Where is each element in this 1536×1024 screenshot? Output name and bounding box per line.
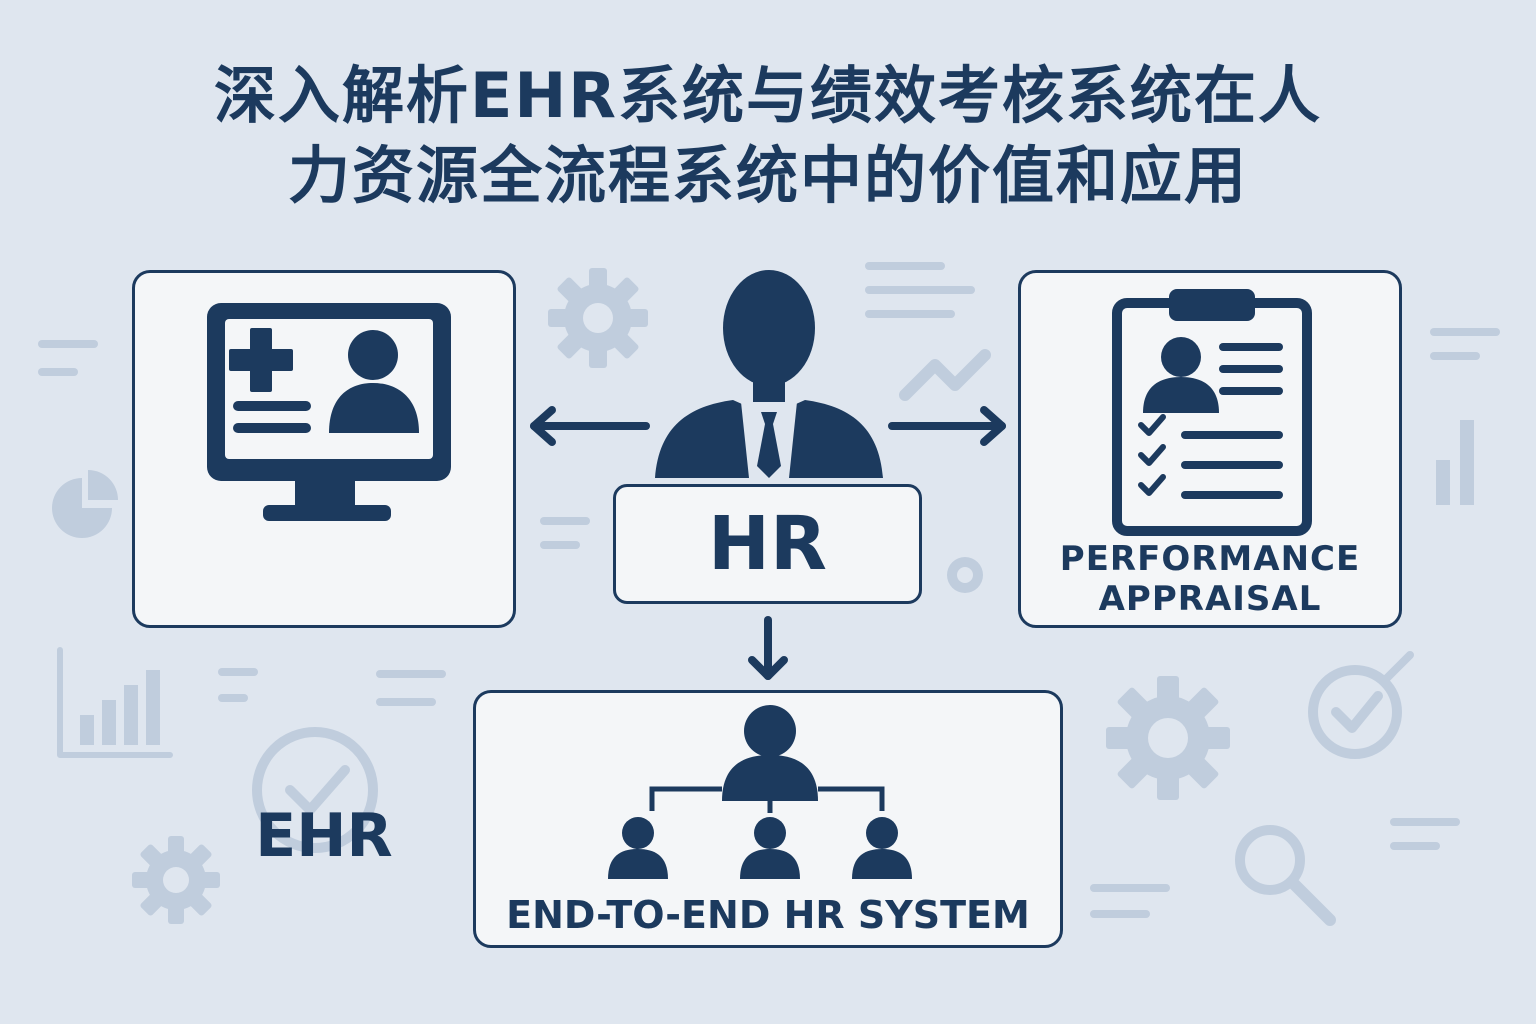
page-title: 深入解析EHR系统与绩效考核系统在人 力资源全流程系统中的价值和应用	[40, 56, 1496, 216]
org-chart-icon	[608, 705, 912, 879]
clipboard-checklist-icon	[1112, 289, 1312, 536]
ehr-node: EHR	[132, 270, 516, 871]
arrow-down-icon	[748, 616, 788, 680]
check-circle-icon	[252, 727, 378, 853]
title-line-1: 深入解析EHR系统与绩效考核系统在人	[214, 59, 1322, 132]
hr-node: HR	[613, 484, 922, 604]
performance-appraisal-node: PERFORMANCE APPRAISAL	[1018, 270, 1402, 628]
bar-chart-icon	[80, 670, 160, 745]
end-to-end-hr-system-node: END-TO-END HR SYSTEM	[473, 690, 1063, 948]
title-line-2: 力资源全流程系统中的价值和应用	[287, 139, 1248, 212]
arrow-right-icon	[888, 406, 1006, 446]
bar-chart-icon	[1436, 420, 1474, 505]
arrow-left-icon	[530, 406, 650, 446]
hr-label: HR	[708, 501, 827, 587]
gear-icon	[1106, 676, 1230, 800]
gear-icon	[548, 268, 648, 368]
performance-label-line-2: APPRAISAL	[1098, 579, 1322, 619]
end-to-end-label: END-TO-END HR SYSTEM	[506, 893, 1030, 937]
ehr-label: EHR	[255, 801, 393, 871]
pie-chart-icon	[52, 478, 112, 538]
check-circle-icon	[1308, 665, 1402, 759]
performance-label-line-1: PERFORMANCE	[1059, 539, 1361, 579]
trend-line-icon	[899, 349, 991, 401]
businessman-icon	[655, 270, 883, 478]
monitor-profile-icon	[207, 303, 451, 521]
gear-icon	[132, 836, 220, 924]
magnifier-icon	[1235, 825, 1305, 895]
